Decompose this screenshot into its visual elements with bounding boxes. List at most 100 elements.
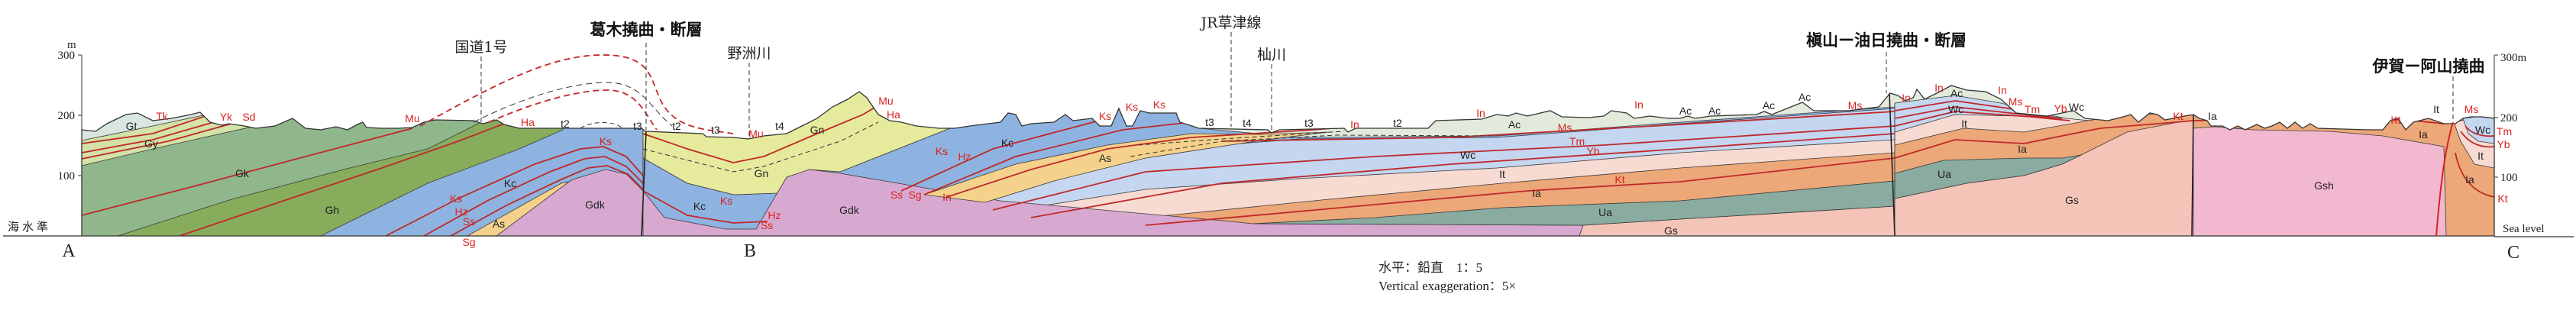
key-bed-label-yk: Yk [220, 111, 233, 123]
key-bed-label-kt: Kt [2390, 114, 2400, 126]
key-bed-ks [385, 146, 644, 236]
unit-label-gt: Gt [126, 120, 137, 132]
key-bed-ks [642, 190, 768, 224]
bed-boundary [642, 121, 879, 173]
key-bed-label-tm: Tm [2025, 103, 2040, 115]
unit-label-t3: t3 [711, 124, 720, 136]
key-bed-label-ks: Ks [600, 135, 612, 147]
unit-label-t3: t3 [1304, 117, 1314, 129]
key-bed-label-tm: Tm [1569, 135, 1585, 147]
axis-unit: m [67, 39, 76, 51]
unit-label-as: As [1099, 152, 1111, 164]
unit-label-gs: Gs [2065, 194, 2079, 206]
label-iga-ayama: 伊賀ー阿山撓曲 [2372, 57, 2485, 76]
eroded-bed-boundary [473, 82, 673, 127]
key-bed-label-sg: Sg [462, 236, 475, 248]
eroded-bed-boundary [580, 122, 623, 129]
key-bed-label-yb: Yb [1586, 145, 1599, 157]
key-bed-mu [642, 91, 902, 163]
label-jr-kusatsu: JR草津線 [1200, 15, 1262, 31]
section-point-c: C [2507, 243, 2519, 263]
label-makiyama-fault: 槇山ー油日撓曲・断層 [1806, 31, 1967, 50]
section-point-a: A [62, 241, 76, 261]
unit-label-ua: Ua [1938, 168, 1951, 180]
label-soma-river: 杣川 [1257, 47, 1286, 63]
key-bed-tk [82, 114, 211, 144]
unit-label-ac: Ac [1763, 99, 1775, 111]
axis-tick-100: 100 [2500, 172, 2518, 184]
axis-left: m 300 200 100 海水準 [3, 39, 82, 237]
key-bed-label-hz: Hz [768, 209, 781, 221]
unit-label-gn: Gn [755, 167, 769, 179]
key-bed-kt [1894, 120, 2194, 159]
unit-label-ia: Ia [2419, 128, 2428, 140]
unit-label-kc: Kc [1001, 137, 1013, 149]
key-bed-label-in: In [1902, 92, 1911, 104]
key-bed-label-hz: Hz [958, 150, 971, 163]
key-bed-ha [179, 123, 505, 236]
unit-label-ac: Ac [1508, 118, 1521, 131]
key-bed-yb [1030, 133, 1896, 218]
key-bed-sd [82, 121, 238, 160]
key-bed-label-sd: Sd [242, 111, 255, 123]
unit-label-t4: t4 [1243, 117, 1252, 129]
unit-label-wc: Wc [2069, 101, 2084, 113]
unit-label-wc: Wc [1948, 103, 1964, 115]
axis-tick-200: 200 [2500, 112, 2518, 124]
unit-label-t3: t3 [633, 120, 642, 132]
unit-label-wc: Wc [1460, 149, 1475, 161]
key-bed-label-in: In [942, 191, 952, 203]
key-bed-tm [1894, 106, 2063, 120]
key-bed-label-tk: Tk [156, 110, 169, 122]
unit-label-it: It [1961, 118, 1967, 130]
key-bed-label-ms: Ms [1558, 121, 1572, 134]
katsuragi-fault [641, 131, 647, 237]
layer-as-sliver [466, 181, 570, 236]
key-bed-ks [900, 118, 1108, 192]
key-bed-label-ss: Ss [463, 215, 475, 228]
unit-label-gn: Gn [810, 124, 825, 136]
unit-label-gh: Gh [325, 204, 340, 216]
scale-ratio: 水平：鉛直 1：5 [1378, 260, 1482, 275]
axis-tick-300: 300 [58, 50, 76, 62]
key-bed-mu [82, 128, 413, 216]
key-bed-label-ss: Ss [761, 219, 773, 231]
key-bed-label-in: In [1634, 98, 1644, 111]
unit-label-t4: t4 [775, 120, 784, 132]
unit-label-t3: t3 [1205, 116, 1214, 128]
key-bed-label-sg: Sg [908, 189, 921, 201]
sea-level-label: 海水準 [8, 221, 51, 234]
key-bed-ss [450, 165, 644, 236]
key-bed-hz [923, 121, 1192, 195]
key-bed-label-ks: Ks [720, 195, 732, 207]
key-bed-yb [1894, 111, 2070, 127]
key-bed-kt [2455, 152, 2494, 198]
key-bed-kt [1145, 157, 1896, 226]
unit-label-ua: Ua [1598, 206, 1612, 218]
key-bed-ms [1221, 111, 1896, 142]
eroded-key-bed-ha [488, 89, 658, 131]
key-bed-label-ha: Ha [887, 108, 900, 121]
unit-label-gy: Gy [144, 137, 158, 150]
block-iga [2193, 86, 2494, 236]
unit-label-t2: t2 [1393, 117, 1402, 129]
label-katsuragi-fault: 葛木撓曲・断層 [590, 21, 703, 39]
key-bed-label-hz: Hz [454, 205, 467, 218]
unit-label-wc: Wc [2475, 124, 2490, 136]
key-bed-yb [2460, 131, 2494, 148]
key-bed-label-kt: Kt [2497, 192, 2507, 205]
unit-label-ac: Ac [1708, 105, 1721, 117]
axis-tick-100: 100 [58, 170, 76, 182]
unit-label-ia: Ia [2208, 110, 2217, 122]
section-point-b: B [744, 241, 756, 261]
unit-label-gdk: Gdk [585, 199, 606, 211]
key-bed-label-ks: Ks [936, 145, 948, 157]
unit-label-kc: Kc [693, 200, 706, 212]
key-bed-label-in: In [1998, 84, 2007, 96]
key-bed-label-yb: Yb [2054, 102, 2067, 115]
fault [2191, 114, 2194, 237]
unit-label-kc: Kc [504, 177, 516, 189]
layer-ua [1894, 154, 2082, 199]
